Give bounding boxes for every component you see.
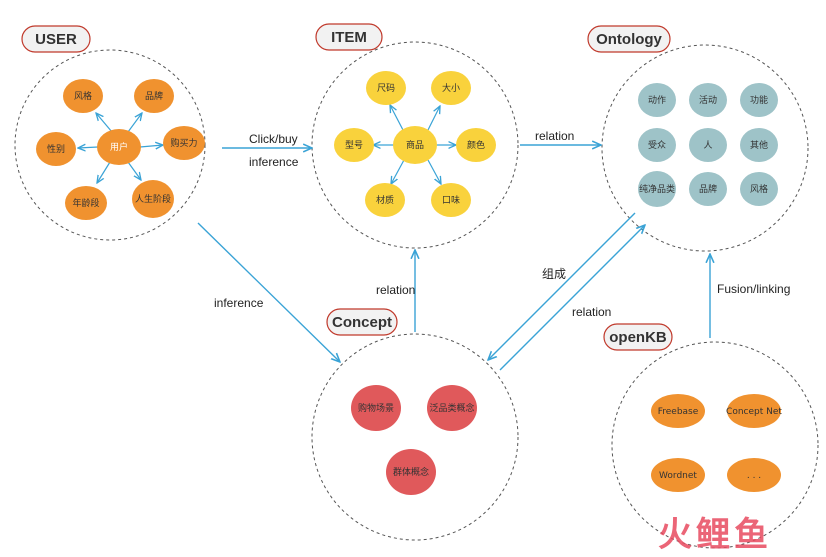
openkb-nodes: Freebase Concept Net Wordnet . . . xyxy=(651,394,782,492)
ontology-node xyxy=(740,83,778,117)
user-internal-arrows xyxy=(78,113,163,183)
edge-label-relation-concept-item: relation xyxy=(376,283,415,297)
user-nodes: 风格 品牌 性别 购买力 年龄段 人生阶段 xyxy=(36,79,205,220)
ontology-nodes: 动作 活动 功能 受众 人 其他 纯净品类 品牌 风格 xyxy=(638,83,778,207)
ontology-node xyxy=(740,128,778,162)
svg-text:ITEM: ITEM xyxy=(331,29,367,46)
concept-node-label: 泛品类概念 xyxy=(429,402,474,414)
user-node-label: 风格 xyxy=(74,90,92,102)
item-center-label: 商品 xyxy=(406,139,424,151)
user-node xyxy=(132,180,174,218)
edge-label-click-buy: Click/buy xyxy=(249,132,298,146)
edge-label-inference-user-concept: inference xyxy=(214,296,264,310)
tag-user: USER xyxy=(21,25,91,53)
edge-label-inference-top: inference xyxy=(249,155,299,169)
ontology-node xyxy=(689,128,727,162)
user-node xyxy=(65,186,107,220)
user-group-circle xyxy=(14,49,206,241)
edge-label-compose: 组成 xyxy=(542,267,566,281)
openkb-node-label: Freebase xyxy=(658,407,699,417)
item-node xyxy=(431,71,471,105)
tag-ontology: Ontology xyxy=(587,25,671,53)
item-node xyxy=(366,71,406,105)
user-node-label: 人生阶段 xyxy=(135,193,171,205)
item-node xyxy=(456,128,496,162)
ontology-node xyxy=(638,128,676,162)
openkb-node xyxy=(727,458,781,492)
ontology-node xyxy=(638,171,676,207)
edge-label-fusion-linking: Fusion/linking xyxy=(717,282,790,296)
item-internal-arrows xyxy=(373,105,456,184)
user-node xyxy=(63,79,103,113)
ontology-node-label: 纯净品类 xyxy=(639,183,675,195)
edge-label-relation-ontology-concept: relation xyxy=(572,305,611,319)
ontology-node-label: 活动 xyxy=(699,94,717,106)
item-node xyxy=(431,183,471,217)
edge-label-relation-item-ontology: relation xyxy=(535,129,574,143)
item-node xyxy=(334,128,374,162)
openkb-node-label: Wordnet xyxy=(659,471,697,481)
openkb-node-label: . . . xyxy=(747,471,761,481)
edge-concept-ontology xyxy=(499,225,645,371)
concept-node xyxy=(386,449,436,495)
user-center-label: 用户 xyxy=(110,141,128,153)
openkb-node xyxy=(727,394,781,428)
ontology-node xyxy=(740,172,778,206)
item-node-label: 口味 xyxy=(442,194,460,206)
concept-node-label: 购物场景 xyxy=(358,402,394,414)
tag-openkb: openKB xyxy=(603,323,673,351)
item-node-label: 材质 xyxy=(376,194,394,206)
concept-node xyxy=(427,385,477,431)
user-node xyxy=(134,79,174,113)
item-center-node xyxy=(393,126,437,164)
user-center-node xyxy=(97,129,141,165)
ontology-group-circle xyxy=(601,44,809,252)
ontology-node xyxy=(689,83,727,117)
ontology-node-label: 功能 xyxy=(750,94,768,106)
svg-text:Ontology: Ontology xyxy=(596,31,662,48)
item-node-label: 颜色 xyxy=(467,139,485,151)
ontology-node-label: 其他 xyxy=(750,139,768,151)
user-node xyxy=(163,126,205,160)
concept-node-label: 群体概念 xyxy=(393,466,429,478)
user-node-label: 性别 xyxy=(47,143,65,155)
tag-concept: Concept xyxy=(326,308,398,336)
ontology-node-label: 风格 xyxy=(750,183,768,195)
tag-item: ITEM xyxy=(315,23,383,51)
user-node-label: 购买力 xyxy=(170,137,197,149)
item-node-label: 型号 xyxy=(345,140,363,151)
item-node-label: 大小 xyxy=(442,82,460,94)
ontology-node-label: 受众 xyxy=(648,139,666,151)
openkb-node-label: Concept Net xyxy=(726,407,782,417)
openkb-node xyxy=(651,458,705,492)
ontology-node-label: 动作 xyxy=(648,94,666,106)
ontology-node xyxy=(638,83,676,117)
edge-ontology-concept xyxy=(488,212,636,360)
user-node-label: 年龄段 xyxy=(72,197,99,209)
edge-user-concept xyxy=(197,222,340,362)
item-node xyxy=(365,183,405,217)
ontology-node-label: 品牌 xyxy=(699,183,717,195)
watermark-text: 火鲤鱼 xyxy=(658,515,772,555)
concept-node xyxy=(351,385,401,431)
svg-text:USER: USER xyxy=(35,31,77,48)
concept-group-circle xyxy=(311,333,519,541)
svg-text:Concept: Concept xyxy=(332,314,392,331)
openkb-node xyxy=(651,394,705,428)
item-nodes: 尺码 大小 型号 颜色 材质 口味 xyxy=(334,71,496,217)
user-node xyxy=(36,132,76,166)
ontology-node xyxy=(689,172,727,206)
ontology-node-label: 人 xyxy=(703,140,712,151)
concept-nodes: 购物场景 泛品类概念 群体概念 xyxy=(351,385,477,495)
openkb-group-circle xyxy=(611,341,819,549)
svg-text:openKB: openKB xyxy=(609,329,667,346)
item-group-circle xyxy=(311,41,519,249)
user-node-label: 品牌 xyxy=(145,90,163,102)
item-node-label: 尺码 xyxy=(377,83,395,94)
